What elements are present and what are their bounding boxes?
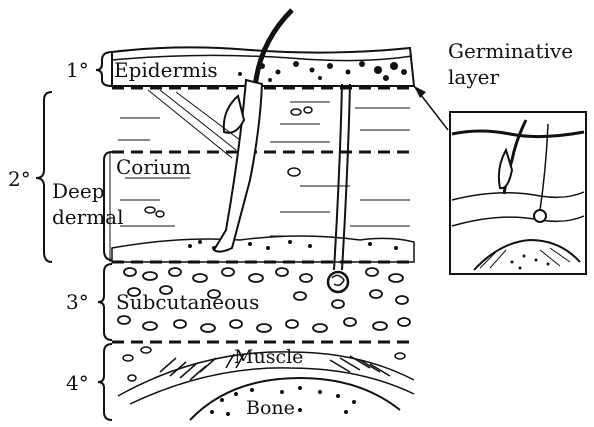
degree-second: 2° — [8, 167, 31, 191]
degree-fourth: 4° — [66, 371, 89, 395]
label-muscle: Muscle — [234, 346, 303, 368]
label-corium: Corium — [116, 155, 191, 179]
bracket-first-degree — [96, 52, 112, 86]
bone — [190, 378, 400, 420]
germinative-inset: Germinative layer — [414, 39, 586, 274]
bracket-fourth-degree — [98, 344, 112, 420]
inset-pointer-arrow — [414, 86, 448, 130]
degree-first: 1° — [66, 58, 89, 82]
label-bone: Bone — [246, 397, 295, 419]
skin-cross-section: Epidermis Corium Subcutaneous Muscle Bon… — [110, 10, 414, 420]
inset-title-line1: Germinative — [448, 39, 573, 63]
hair-follicle — [148, 10, 292, 252]
degree-third: 3° — [66, 290, 89, 314]
bracket-second-degree — [36, 92, 52, 262]
bracket-third-degree — [98, 264, 112, 340]
degree-labels: 1° 2° 3° 4° Deep dermal — [8, 58, 123, 395]
dermis-base — [112, 236, 414, 262]
label-deep: Deep — [52, 179, 105, 203]
label-epidermis: Epidermis — [114, 58, 218, 82]
label-dermal: dermal — [52, 205, 123, 229]
degree-brackets — [36, 52, 112, 420]
label-subcutaneous: Subcutaneous — [116, 290, 259, 314]
inset-title-line2: layer — [448, 65, 499, 89]
